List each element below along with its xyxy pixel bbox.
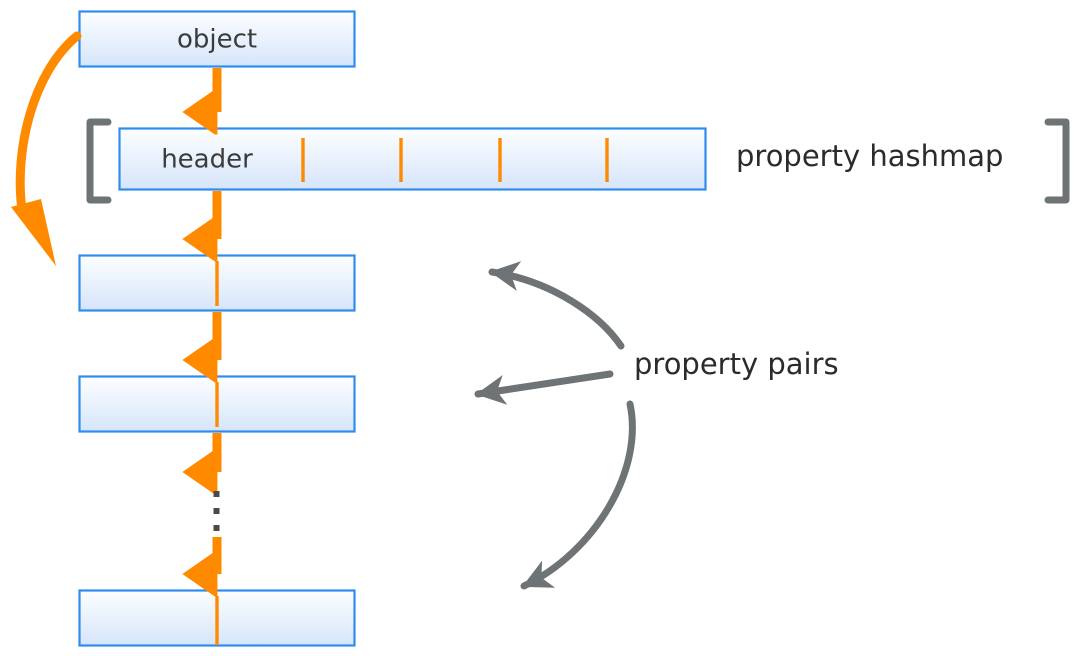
box-group-pair-2[interactable] (78, 375, 356, 433)
ellipsis-dot-1 (213, 491, 220, 497)
pairs-arrow-down (520, 400, 636, 590)
object-to-pair1-curve-join (22, 202, 44, 224)
box-group-header[interactable]: header (118, 127, 707, 191)
object-to-pair1-curve (15, 31, 82, 215)
left-bracket (86, 118, 112, 204)
header-box-label: header (161, 145, 253, 175)
box-group-pair-3[interactable] (78, 589, 356, 647)
pairs-arrow-up (488, 261, 625, 350)
header-tick-marks (301, 138, 609, 182)
ellipsis-dot-2 (213, 508, 220, 514)
property-pairs-callout-arrows (474, 261, 636, 590)
object-box-label: object (177, 25, 257, 55)
pairs-arrow-mid (474, 370, 614, 405)
bracket-group (86, 118, 1070, 204)
box-group-object[interactable]: object (78, 10, 356, 68)
right-bracket (1044, 118, 1070, 204)
property-pairs-label: property pairs (634, 347, 839, 381)
orange-curved-arrow (11, 31, 82, 266)
ellipsis-dot-3 (213, 525, 220, 531)
box-group-pair-1[interactable] (78, 254, 356, 312)
vertical-ellipsis (213, 491, 220, 531)
object-to-pair1-curve-head (11, 199, 56, 266)
property-hashmap-label: property hashmap (736, 139, 1003, 173)
